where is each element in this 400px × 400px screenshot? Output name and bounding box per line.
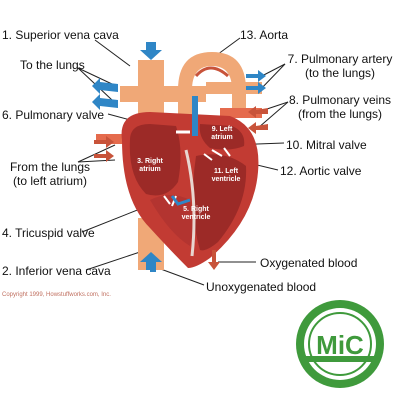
arrow-svc-down <box>140 42 162 60</box>
label-pulmonary-artery: 7. Pulmonary artery (to the lungs) <box>284 52 396 80</box>
arrow-rv-up <box>192 96 198 136</box>
label-pulmonary-veins: 8. Pulmonary veins (from the lungs) <box>284 93 396 121</box>
label-tricuspid-valve: 4. Tricuspid valve <box>2 226 95 240</box>
label-unoxygenated-blood: Unoxygenated blood <box>206 280 317 294</box>
label-right-atrium-line1: 3. Right <box>137 158 163 165</box>
label-right-atrium-line2: atrium <box>139 166 161 173</box>
label-right-ventricle: 5. Right ventricle <box>174 206 218 222</box>
label-to-the-lungs: To the lungs <box>20 58 85 72</box>
label-left-atrium-line1: 9. Left <box>211 126 233 133</box>
arrow-legend-unoxy <box>146 254 160 272</box>
left-ventricle <box>192 154 247 251</box>
label-pulmonary-veins-line2: (from the lungs) <box>297 107 383 121</box>
label-left-ventricle-line2: ventricle <box>211 176 241 183</box>
arrow-aorta-up <box>194 66 229 78</box>
label-left-atrium: 9. Left atrium <box>204 126 240 142</box>
right-ventricle <box>150 195 193 246</box>
aorta-arch <box>178 52 246 140</box>
left-pulmonary-veins <box>220 108 262 118</box>
arrow-pv-in-1 <box>248 106 268 118</box>
label-mitral-valve: 10. Mitral valve <box>286 138 367 152</box>
oxygenated-arrows <box>94 66 268 270</box>
label-left-atrium-line2: atrium <box>211 134 233 141</box>
arrow-from-lungs-2 <box>94 150 114 162</box>
label-aorta: 13. Aorta <box>240 28 289 42</box>
label-aortic-valve: 12. Aortic valve <box>280 164 362 178</box>
label-superior-vena-cava: 1. Superior vena cava <box>2 28 119 42</box>
label-inferior-vena-cava: 2. Inferior vena cava <box>2 264 111 278</box>
right-atrium <box>129 124 181 196</box>
copyright: Copyright 1999, Howstuffworks.com, Inc. <box>2 292 111 298</box>
label-pulmonary-valve: 6. Pulmonary valve <box>2 108 105 122</box>
septum <box>184 149 196 257</box>
seal-text: MiC <box>316 330 364 360</box>
arrow-to-lungs-upper <box>92 78 118 94</box>
aortic-valve <box>203 153 213 161</box>
left-atrium <box>199 124 245 150</box>
label-from-the-lungs-line2: (to left atrium) <box>12 174 87 188</box>
label-right-atrium: 3. Right atrium <box>130 158 170 174</box>
label-left-ventricle-line1: 11. Left <box>213 168 239 175</box>
arrow-pa-right-1 <box>246 70 266 82</box>
label-right-ventricle-line2: ventricle <box>181 214 211 221</box>
label-pulmonary-veins-line1: 8. Pulmonary veins <box>288 93 392 107</box>
arrow-pa-right-2 <box>246 82 266 94</box>
unoxygenated-arrows <box>92 42 266 272</box>
label-from-the-lungs-line1: From the lungs <box>9 160 91 174</box>
arrow-legend-oxy <box>208 250 220 270</box>
arrow-ra-flow <box>170 195 191 206</box>
left-pulmonary-artery <box>206 82 262 94</box>
arrow-from-lungs-1 <box>94 136 114 148</box>
arrow-pv-in-2 <box>248 122 268 134</box>
label-oxygenated-blood: Oxygenated blood <box>260 256 358 270</box>
label-left-ventricle: 11. Left ventricle <box>206 168 246 184</box>
label-pulmonary-artery-line2: (to the lungs) <box>304 66 376 80</box>
arrow-to-lungs-lower <box>92 94 118 110</box>
label-pulmonary-artery-line1: 7. Pulmonary artery <box>287 52 393 66</box>
heart <box>121 112 259 268</box>
right-pulmonary-veins <box>96 134 146 144</box>
label-from-the-lungs: From the lungs (to left atrium) <box>2 160 98 188</box>
mic-seal: MiC <box>296 300 384 388</box>
pulmonary-trunk <box>120 86 206 102</box>
mitral-valve <box>211 147 231 157</box>
label-right-ventricle-line1: 5. Right <box>183 206 209 213</box>
